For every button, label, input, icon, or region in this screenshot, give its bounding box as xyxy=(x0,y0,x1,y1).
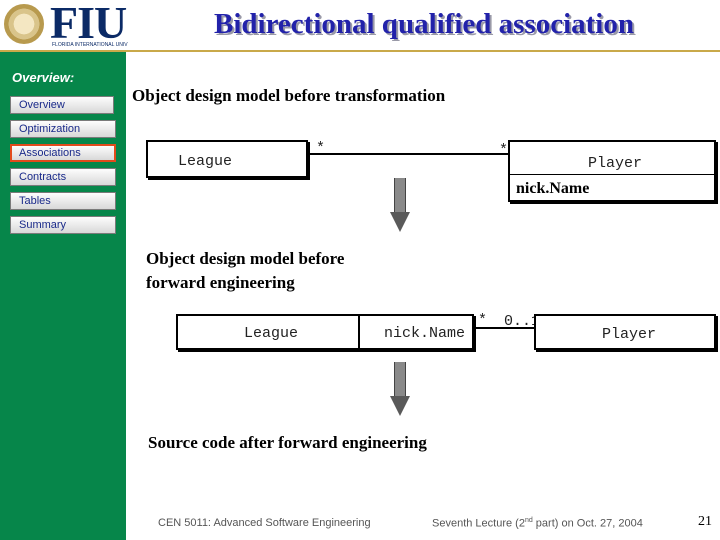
slide-title: Bidirectional qualified association xyxy=(213,8,634,40)
down-arrow-icon xyxy=(390,212,410,232)
heading-source-code: Source code after forward engineering xyxy=(148,433,427,452)
multiplicity-right: * xyxy=(499,142,509,159)
university-seal-icon xyxy=(4,4,44,44)
sidebar-item-contracts[interactable]: Contracts xyxy=(10,168,116,186)
class-name-league-2: League xyxy=(244,325,299,342)
sidebar-item-summary[interactable]: Summary xyxy=(10,216,116,234)
multiplicity-right-2: 0..1 xyxy=(504,313,541,330)
class-name-player-2: Player xyxy=(602,326,657,343)
multiplicity-left-2: * xyxy=(478,312,488,329)
class-box-player: Player nick.Name xyxy=(508,140,716,202)
attribute-nickname: nick.Name xyxy=(516,180,590,197)
heading-before-forward-engineering-2: forward engineering xyxy=(146,273,295,292)
footer-course: CEN 5011: Advanced Software Engineering xyxy=(158,517,371,529)
footer-lecture-sup: nd xyxy=(524,517,533,524)
transform-arrow-shaft xyxy=(394,178,406,214)
fiu-logo: FIU FLORIDA INTERNATIONAL UNIVERSITY xyxy=(0,0,146,52)
class-name-league: League xyxy=(178,153,233,170)
class-box-league-2: League xyxy=(176,314,360,350)
page-number: 21 xyxy=(698,514,712,529)
footer-lecture-prefix: Seventh Lecture (2 xyxy=(432,517,525,530)
heading-before-forward-engineering-1: Object design model before xyxy=(146,249,345,268)
qualifier-box: nick.Name xyxy=(358,314,474,350)
multiplicity-left: * xyxy=(316,140,326,157)
main-content: Object design model before transformatio… xyxy=(126,52,720,540)
logo-text: FIU xyxy=(50,0,127,48)
class-box-player-2: Player xyxy=(534,314,716,350)
sidebar-item-optimization[interactable]: Optimization xyxy=(10,120,116,138)
association-line-2 xyxy=(474,327,536,329)
association-line xyxy=(308,153,514,155)
logo-subtitle: FLORIDA INTERNATIONAL UNIVERSITY xyxy=(52,42,146,48)
title-bar: Bidirectional qualified association xyxy=(128,0,720,50)
forward-engineering-arrow-shaft xyxy=(394,362,406,398)
class-name-player: Player xyxy=(588,155,643,172)
sidebar-heading: Overview: xyxy=(12,70,75,85)
footer-lecture-suffix: part) on Oct. 27, 2004 xyxy=(532,517,643,530)
sidebar: Overview: Overview Optimization Associat… xyxy=(0,52,126,540)
sidebar-item-overview[interactable]: Overview xyxy=(10,96,114,114)
sidebar-item-associations[interactable]: Associations xyxy=(10,144,116,162)
down-arrow-icon-2 xyxy=(390,396,410,416)
footer-lecture: Seventh Lecture (2nd part) on Oct. 27, 2… xyxy=(432,517,643,530)
heading-before-transformation: Object design model before transformatio… xyxy=(132,86,446,105)
header-divider xyxy=(0,50,720,52)
class-box-league: League xyxy=(146,140,308,178)
compartment-divider xyxy=(510,174,714,175)
sidebar-item-tables[interactable]: Tables xyxy=(10,192,116,210)
qualifier-nickname: nick.Name xyxy=(384,325,466,342)
